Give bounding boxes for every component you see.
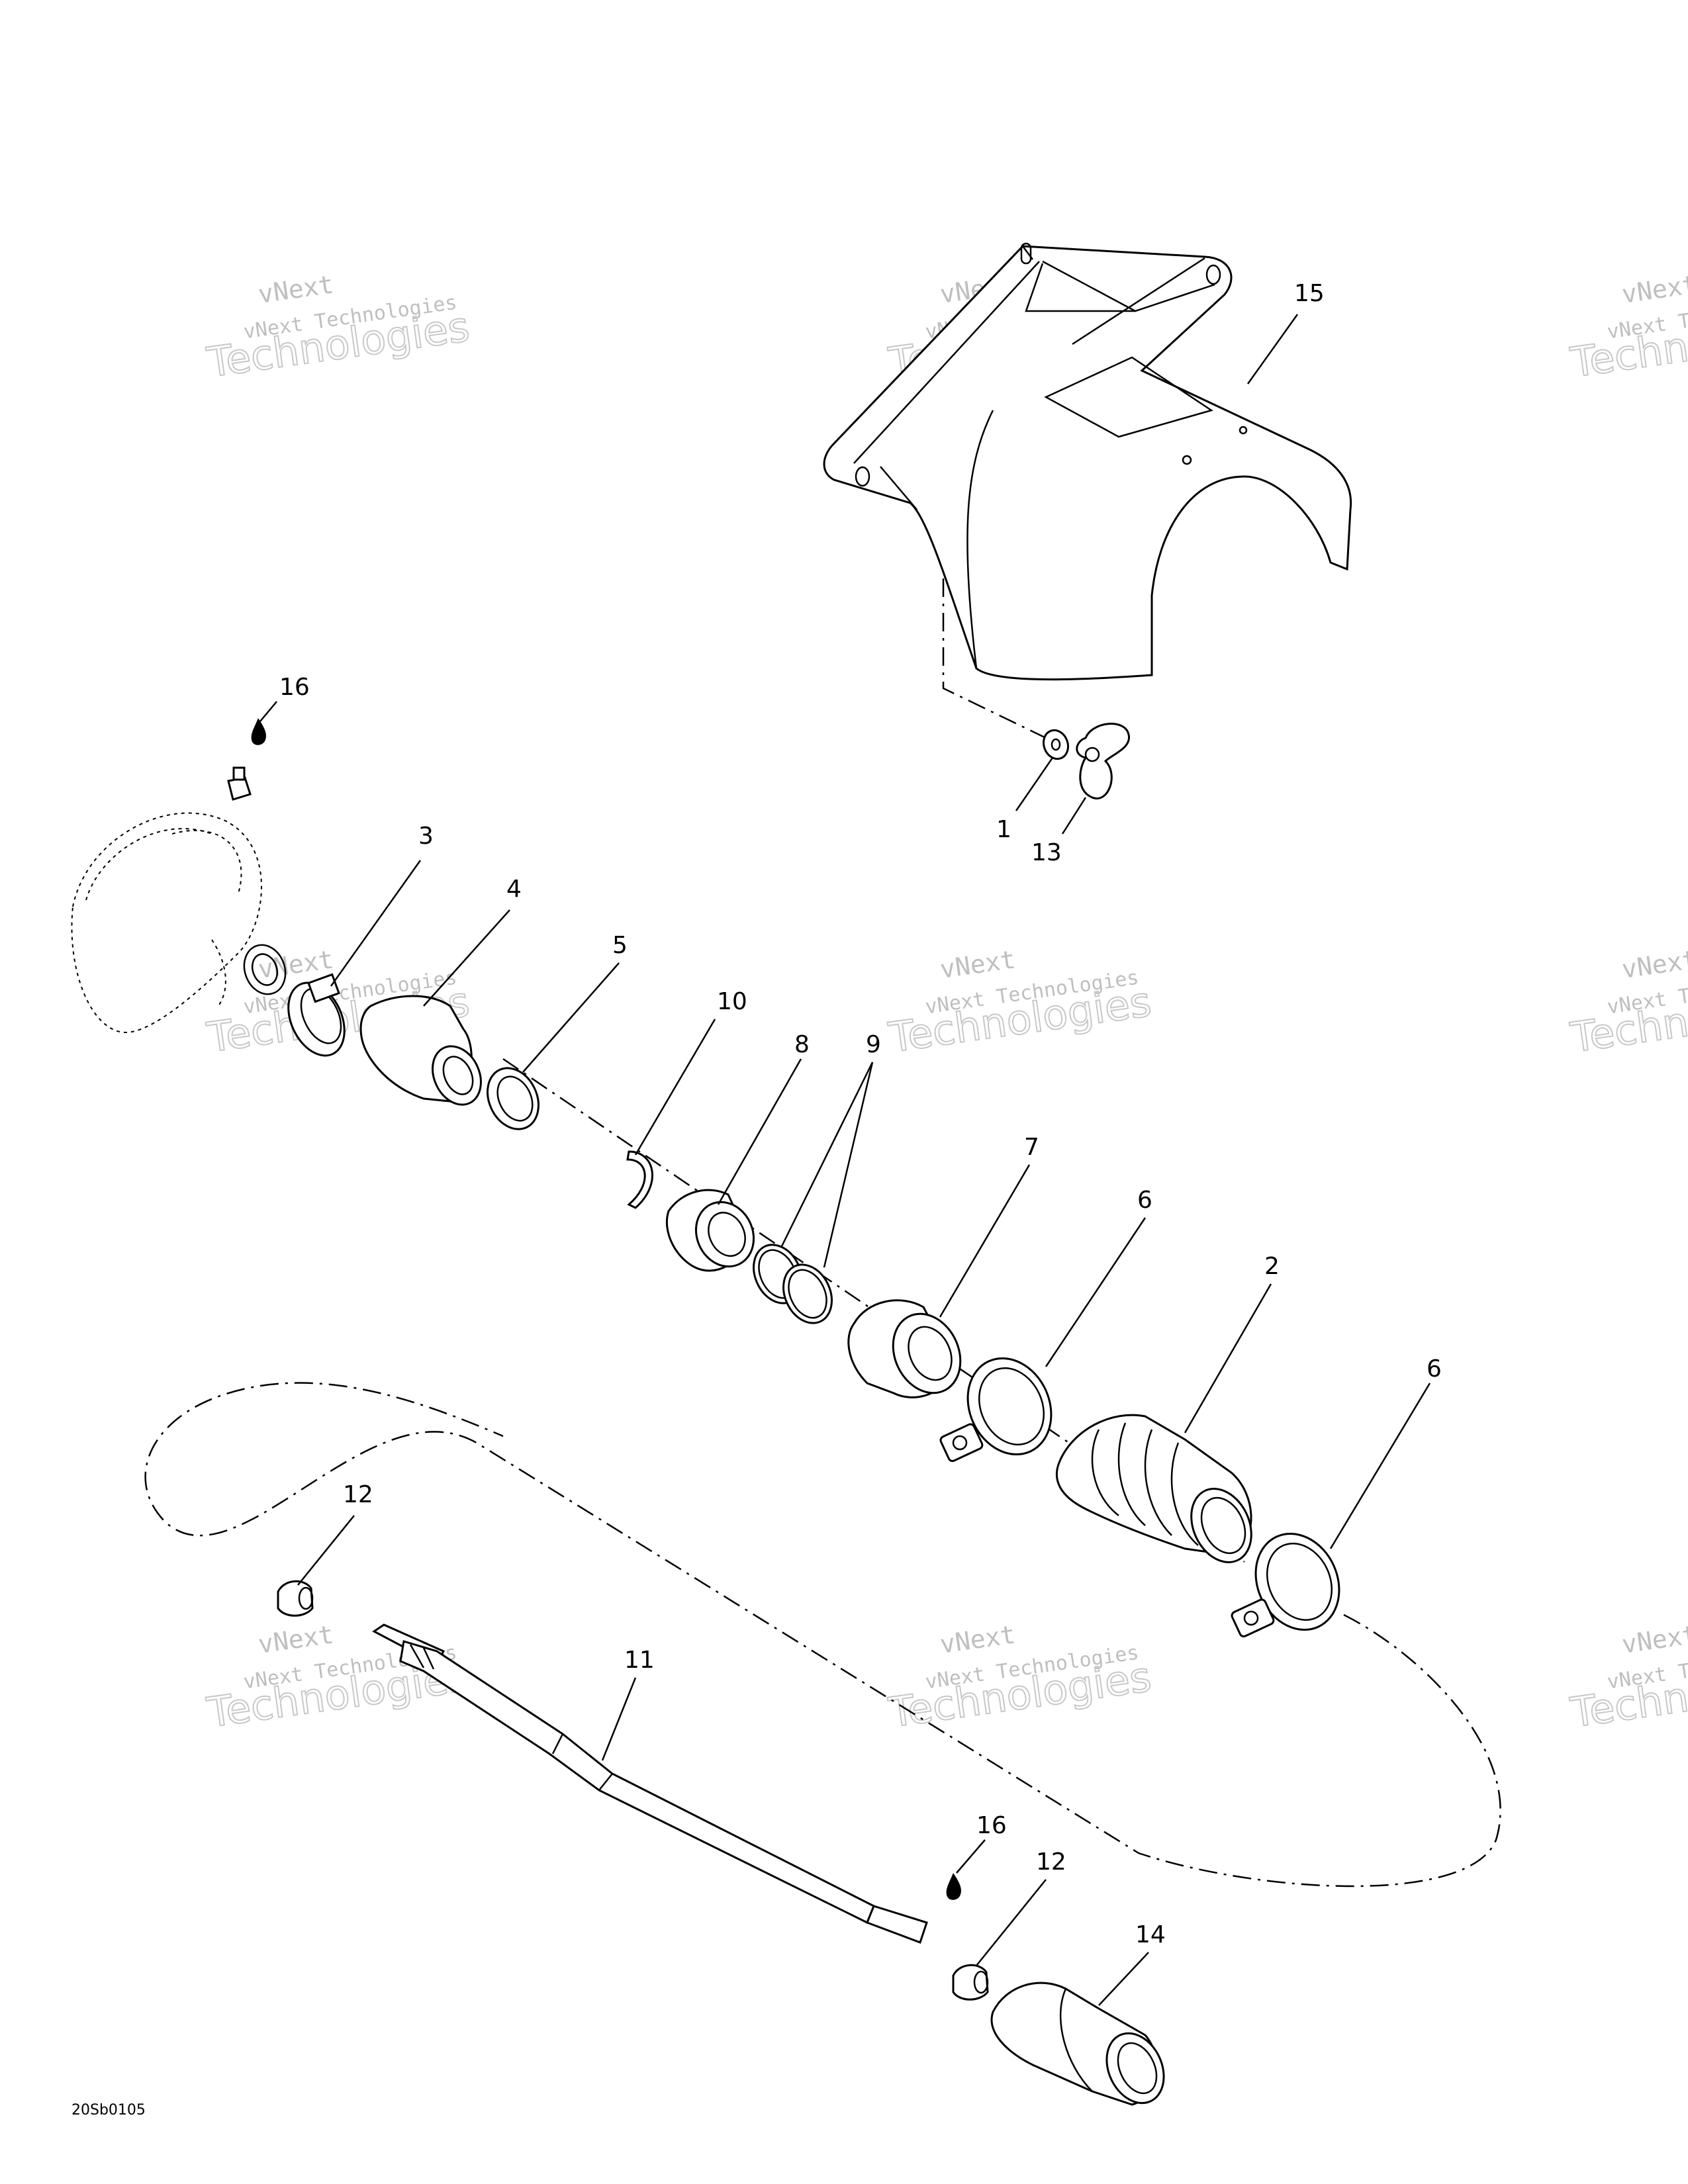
grease-drop-icon bbox=[251, 718, 266, 745]
watermark-top-right: vNext vNext Technologies Technologies bbox=[1567, 269, 1688, 387]
callout-15: 15 bbox=[1294, 280, 1325, 307]
callout-16-bottom: 16 bbox=[976, 1812, 1007, 1839]
svg-text:vNext: vNext bbox=[1620, 269, 1688, 308]
part-1-washer bbox=[1042, 729, 1070, 760]
callout-7: 7 bbox=[1024, 1134, 1039, 1161]
callout-8: 8 bbox=[794, 1031, 810, 1058]
svg-text:vNext: vNext bbox=[1620, 944, 1688, 983]
watermark-mid-right: vNext vNext Technologies Technologies bbox=[1567, 944, 1688, 1062]
callout-12-bottom: 12 bbox=[1036, 1848, 1066, 1876]
part-6-hose-clamp-b bbox=[1231, 1532, 1340, 1638]
part-9-o-rings bbox=[753, 1244, 833, 1324]
callout-9: 9 bbox=[866, 1031, 881, 1058]
part-12-cap-top bbox=[277, 1580, 314, 1617]
svg-text:vNext: vNext bbox=[938, 1619, 1017, 1659]
part-8-bushing bbox=[665, 1189, 755, 1272]
svg-text:vNext: vNext bbox=[938, 944, 1017, 983]
pulley-hub-outline bbox=[71, 812, 287, 1034]
watermark-mid-center: vNext vNext Technologies Technologies bbox=[885, 944, 1155, 1062]
part-13-wing-nut bbox=[1076, 723, 1130, 799]
callout-2: 2 bbox=[1264, 1253, 1280, 1280]
part-5-ring-clamp bbox=[487, 1067, 539, 1130]
grease-drop-icon-bottom bbox=[946, 1873, 961, 1900]
callout-12-top: 12 bbox=[343, 1481, 373, 1508]
figure-reference: 20Sb0105 bbox=[71, 2102, 146, 2118]
part-3-clamp bbox=[287, 973, 346, 1057]
part-11-drive-shaft bbox=[372, 1623, 928, 1944]
callout-1: 1 bbox=[996, 816, 1011, 843]
callout-16-top: 16 bbox=[279, 674, 310, 701]
part-12-cap-bottom bbox=[952, 1964, 989, 2001]
svg-text:vNext: vNext bbox=[256, 1619, 335, 1659]
part-6-hose-clamp-a bbox=[939, 1357, 1053, 1463]
callout-13: 13 bbox=[1031, 839, 1062, 866]
loop-guide-line bbox=[144, 1382, 1501, 1888]
callout-6-b: 6 bbox=[1427, 1355, 1442, 1383]
part-4-sleeve bbox=[359, 995, 482, 1106]
watermark-low-center: vNext vNext Technologies Technologies bbox=[885, 1619, 1155, 1737]
part-15-guard bbox=[823, 242, 1352, 681]
svg-text:vNext: vNext bbox=[256, 269, 335, 308]
callout-11: 11 bbox=[624, 1647, 655, 1674]
part-16-grease-fitting-bottom bbox=[946, 1873, 961, 1900]
part-16-grease-fitting-top bbox=[227, 718, 266, 801]
watermark-low-right: vNext vNext Technologies Technologies bbox=[1567, 1619, 1688, 1737]
part-14-sleeve bbox=[990, 1981, 1165, 2106]
watermark-top-left: vNext vNext Technologies Technologies bbox=[203, 269, 473, 387]
svg-text:vNext: vNext bbox=[1620, 1619, 1688, 1659]
callout-6-a: 6 bbox=[1137, 1187, 1152, 1214]
callout-3: 3 bbox=[418, 823, 434, 850]
part-7-bearing-housing bbox=[847, 1299, 962, 1398]
callout-14: 14 bbox=[1135, 1921, 1166, 1948]
part-2-bellows bbox=[1055, 1414, 1252, 1563]
callout-4: 4 bbox=[506, 876, 522, 903]
callout-10: 10 bbox=[717, 988, 747, 1015]
callout-5: 5 bbox=[612, 932, 628, 959]
leader-lines bbox=[259, 314, 1431, 2006]
part-10-circlip bbox=[626, 1150, 653, 1209]
